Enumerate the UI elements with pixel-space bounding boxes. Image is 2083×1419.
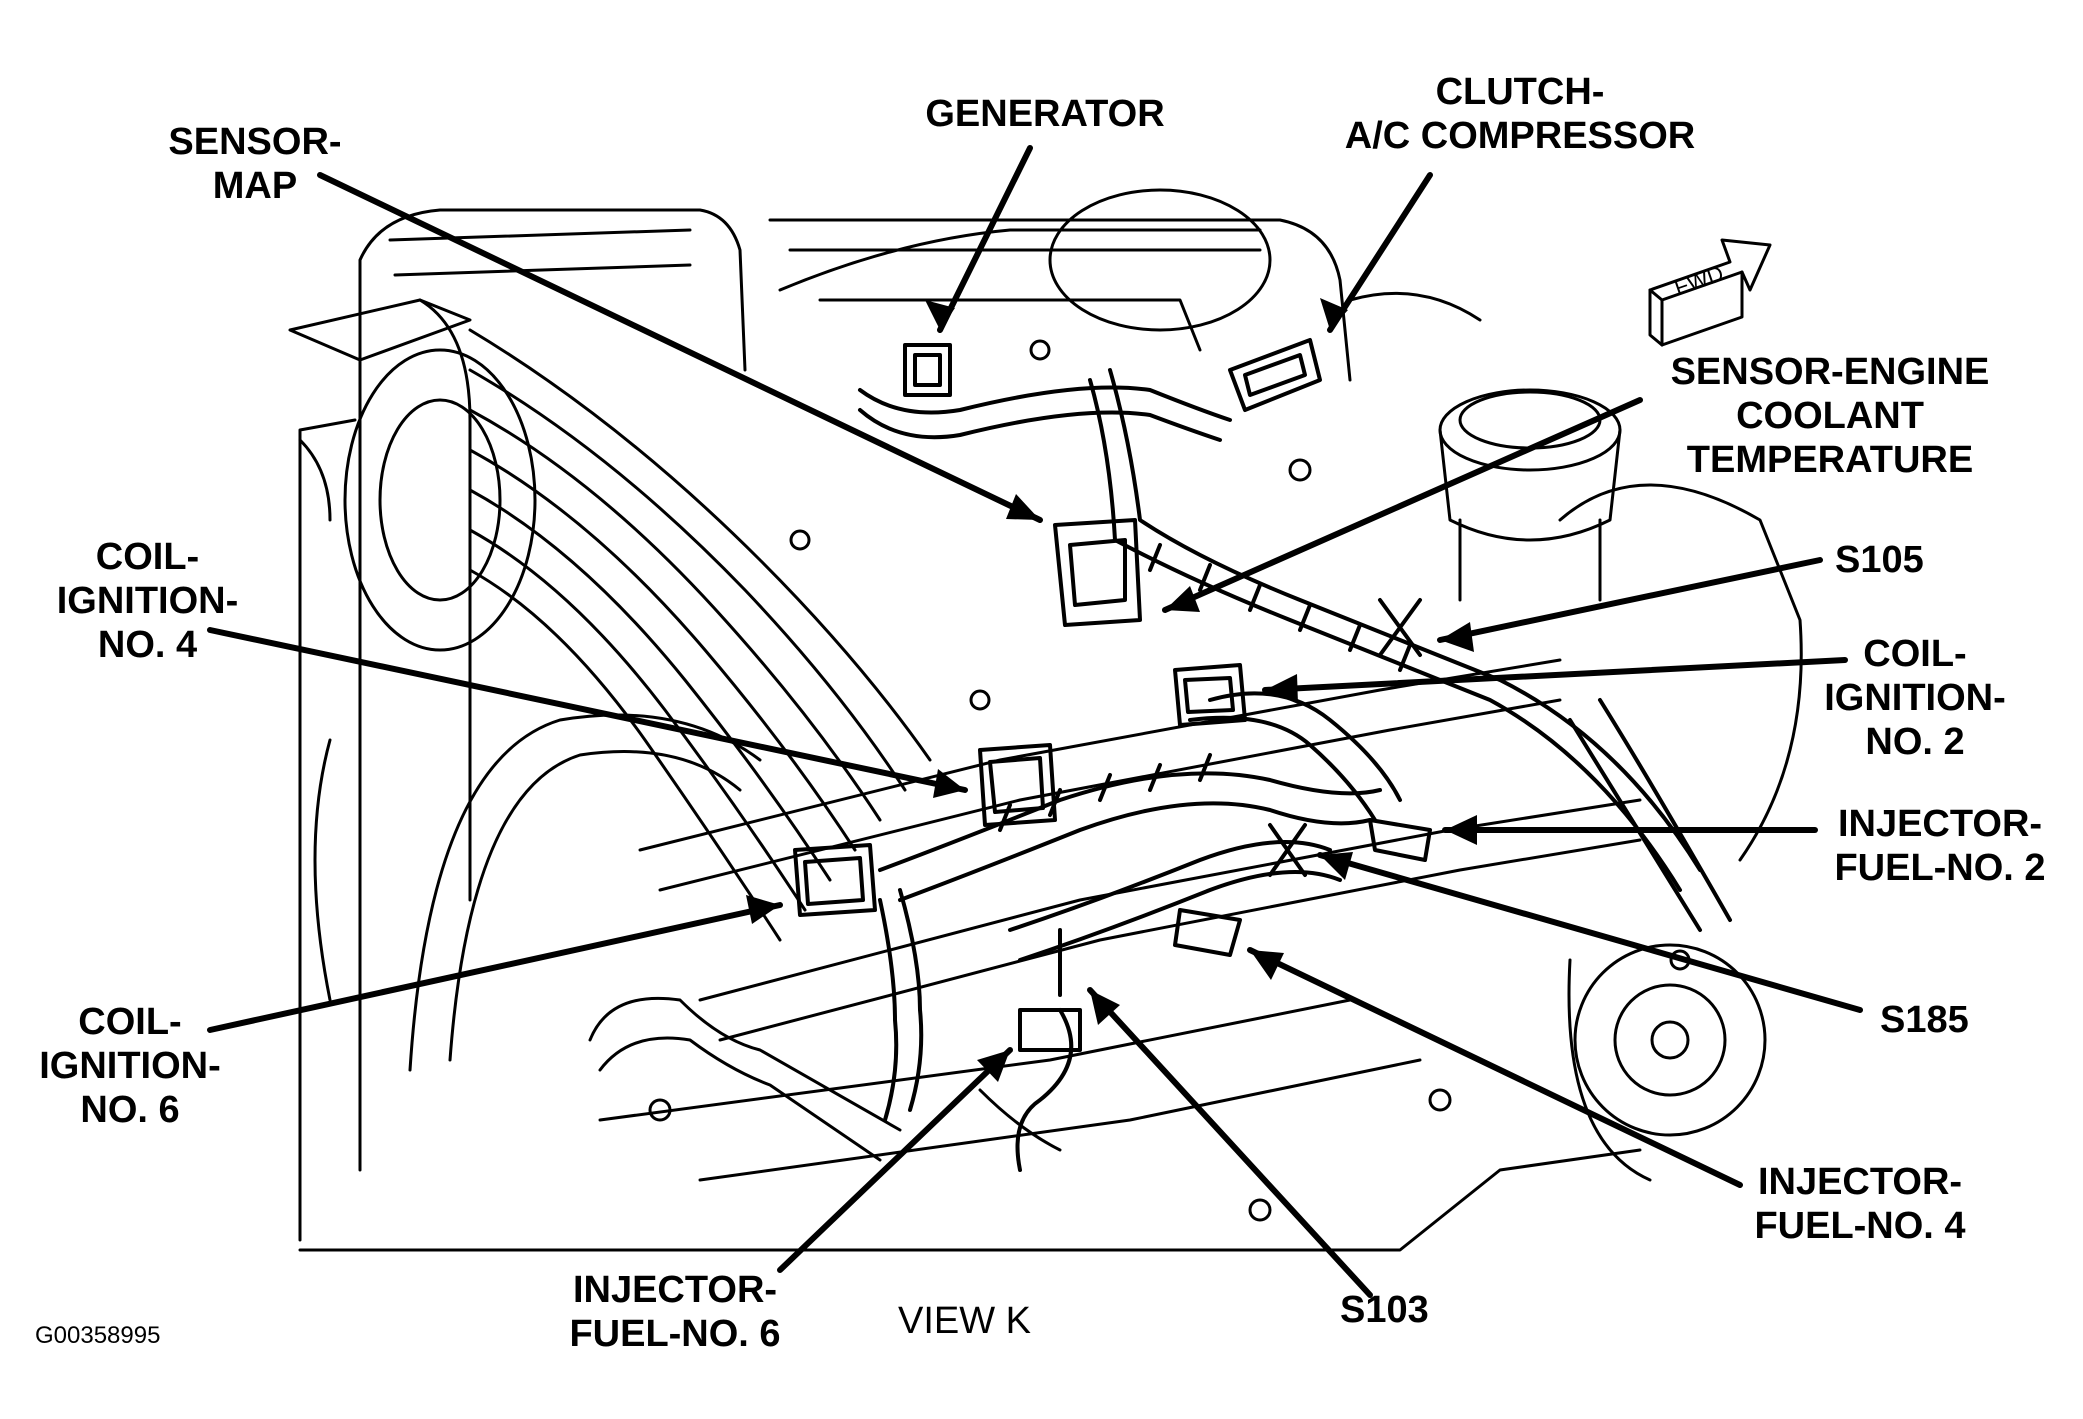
leader-s103	[1087, 987, 1373, 1298]
label-coil-ignition-no4: COIL- IGNITION- NO. 4	[56, 536, 239, 666]
leader-clutch	[1327, 172, 1433, 333]
arrowheads	[746, 298, 1477, 1082]
leader-inj4	[1247, 947, 1743, 1188]
figure-id: G00358995	[35, 1322, 161, 1349]
wiring-harness	[858, 368, 1732, 1172]
leader-generator	[937, 145, 1033, 333]
label-sensor-ect: SENSOR-ENGINE COOLANT TEMPERATURE	[1670, 351, 1990, 481]
label-coil-ignition-no2: COIL- IGNITION- NO. 2	[1824, 633, 2006, 763]
leader-inj6	[777, 1047, 1013, 1273]
view-caption: VIEW K	[898, 1300, 1032, 1342]
label-s185: S185	[1880, 999, 1969, 1041]
label-generator: GENERATOR	[925, 93, 1165, 135]
label-clutch-ac-compressor: CLUTCH- A/C COMPRESSOR	[1344, 71, 1696, 157]
leader-s185	[1317, 852, 1863, 1013]
leader-ect	[1162, 397, 1643, 613]
leader-map	[317, 172, 1043, 523]
label-injector-fuel-no4: INJECTOR- FUEL-NO. 4	[1754, 1161, 1966, 1247]
leader-coil4	[207, 627, 968, 793]
label-sensor-map: SENSOR- MAP	[168, 121, 342, 207]
leader-s105	[1437, 557, 1823, 643]
label-coil-ignition-no6: COIL- IGNITION- NO. 6	[39, 1001, 221, 1131]
label-injector-fuel-no2: INJECTOR- FUEL-NO. 2	[1834, 803, 2046, 889]
splice-marks	[1058, 598, 1422, 997]
leader-coil6	[207, 902, 783, 1033]
label-s105: S105	[1835, 539, 1924, 581]
fwd-arrow-icon	[1648, 238, 1772, 347]
connectors	[793, 338, 1432, 1052]
label-injector-fuel-no6: INJECTOR- FUEL-NO. 6	[569, 1269, 781, 1355]
engine-body	[288, 188, 1803, 1252]
label-s103: S103	[1340, 1289, 1429, 1331]
leader-lines	[207, 145, 1863, 1298]
leader-coil2	[1262, 657, 1848, 693]
